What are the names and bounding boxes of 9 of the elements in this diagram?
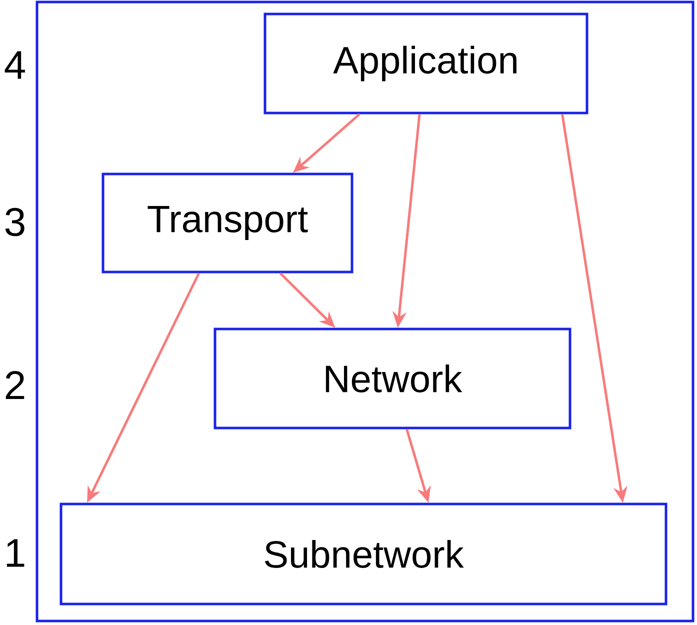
- frame-box: [36, 0, 694, 622]
- layer-number: 4: [4, 51, 25, 79]
- layer-number: 2: [6, 371, 24, 399]
- layer-box: Application: [264, 12, 588, 114]
- layer-box: Transport: [102, 172, 354, 274]
- layer-number: 3: [5, 208, 24, 236]
- layer-box: Network: [214, 328, 572, 430]
- layer-number: 1: [6, 539, 24, 567]
- layer-box: Subnetwork: [60, 502, 668, 606]
